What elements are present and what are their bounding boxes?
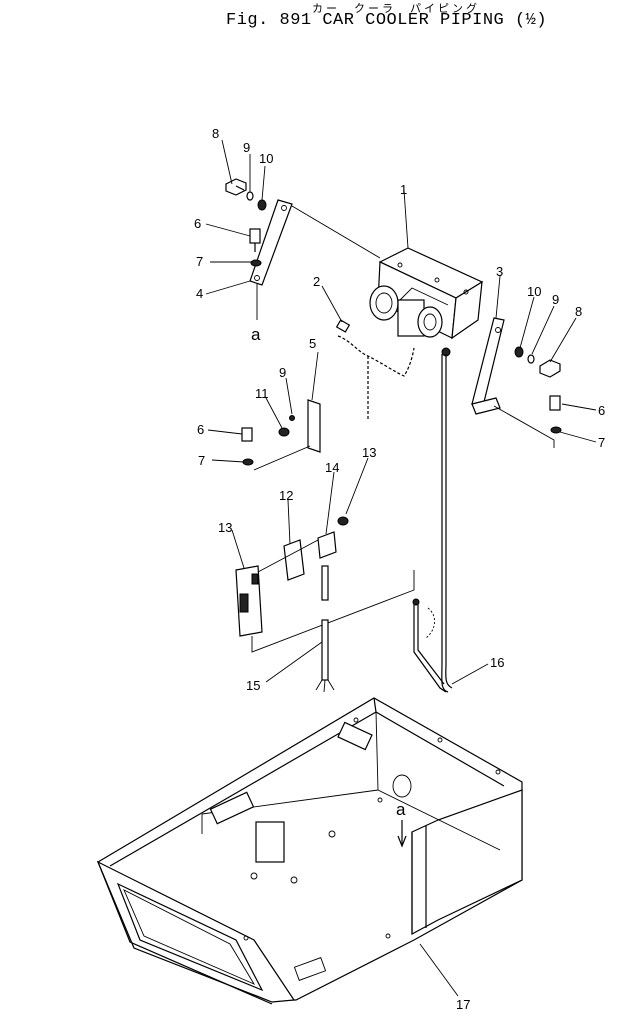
floor-plate bbox=[255, 821, 285, 863]
callout-14: 14 bbox=[325, 460, 339, 475]
bolt-part-6-right bbox=[549, 395, 561, 411]
callout-6-right: 6 bbox=[598, 403, 605, 418]
clamp-part-2 bbox=[335, 319, 351, 333]
callout-6-upper-left: 6 bbox=[194, 216, 201, 231]
washer-part-9-left bbox=[246, 191, 254, 201]
bolt-part-8-right bbox=[539, 359, 561, 378]
left-bracket-assembly bbox=[225, 178, 381, 320]
callout-6-mid: 6 bbox=[197, 422, 204, 437]
callout-7-mid: 7 bbox=[198, 453, 205, 468]
drain-hose-part-16 bbox=[441, 354, 449, 693]
callout-16: 16 bbox=[490, 655, 504, 670]
floor-frame-part-17 bbox=[96, 697, 523, 1005]
washer-part-7-mid bbox=[242, 458, 254, 466]
callout-9-upper-left: 9 bbox=[243, 140, 250, 155]
switch-assembly bbox=[235, 516, 415, 693]
nut-part-10-left bbox=[257, 199, 267, 211]
callout-9-mid: 9 bbox=[279, 365, 286, 380]
bolt-part-6-upper-left bbox=[249, 228, 261, 244]
callout-7-right: 7 bbox=[598, 435, 605, 450]
nut-part-11 bbox=[278, 427, 290, 437]
callout-leaders: 8 9 10 1 6 7 4 2 3 10 9 8 5 9 11 6 7 6 7… bbox=[194, 126, 605, 1012]
callout-1: 1 bbox=[400, 182, 407, 197]
callout-7-upper-left: 7 bbox=[196, 254, 203, 269]
callout-4: 4 bbox=[196, 286, 203, 301]
mid-bracket-assembly bbox=[241, 399, 321, 471]
callout-5: 5 bbox=[309, 336, 316, 351]
right-bracket-assembly bbox=[471, 317, 562, 448]
reference-mark-a-upper: a bbox=[251, 325, 261, 344]
switch-part-14 bbox=[317, 531, 337, 559]
washer-part-7-right bbox=[550, 426, 562, 434]
callout-13-lower: 13 bbox=[218, 520, 232, 535]
washer-part-7-upper-left bbox=[250, 259, 262, 267]
nut-part-13-upper bbox=[337, 516, 349, 526]
bolt-part-8-left bbox=[225, 178, 247, 196]
cooler-hoses bbox=[335, 319, 453, 693]
nut-part-10-right bbox=[514, 346, 524, 358]
bolt-part-6-mid bbox=[241, 427, 253, 442]
callout-11: 11 bbox=[255, 386, 269, 401]
callout-13-upper: 13 bbox=[362, 445, 376, 460]
callout-17: 17 bbox=[456, 997, 470, 1012]
figure-title-kana: カー クーラ パイピング bbox=[312, 2, 480, 15]
callout-15: 15 bbox=[246, 678, 260, 693]
callout-10-right: 10 bbox=[527, 284, 541, 299]
bracket-part-5 bbox=[307, 399, 321, 453]
callout-9-right: 9 bbox=[552, 292, 559, 307]
callout-10-upper-left: 10 bbox=[259, 151, 273, 166]
callout-8-upper-left: 8 bbox=[212, 126, 219, 141]
figure-title: Fig. 891 CAR COOLER PIPING (½) bbox=[226, 11, 548, 30]
callout-8-right: 8 bbox=[575, 304, 582, 319]
reference-mark-a-lower: a bbox=[396, 800, 406, 819]
callout-3: 3 bbox=[496, 264, 503, 279]
washer-part-9-mid bbox=[289, 415, 295, 421]
wire-harness-part-15 bbox=[321, 619, 329, 681]
bracket-part-12 bbox=[283, 539, 305, 581]
washer-part-9-right bbox=[527, 354, 535, 364]
car-cooler-unit-part-1 bbox=[369, 247, 484, 357]
callout-12: 12 bbox=[279, 488, 293, 503]
right-bracket-part-3 bbox=[471, 317, 505, 405]
callout-2: 2 bbox=[313, 274, 320, 289]
